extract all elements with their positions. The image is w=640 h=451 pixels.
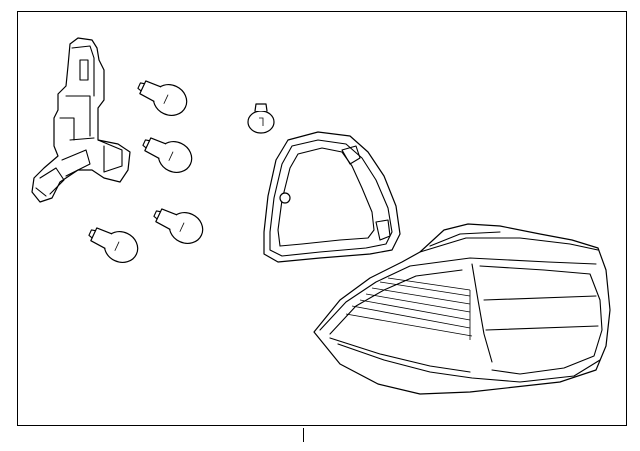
bulb-4 [88, 227, 139, 263]
bulb-3 [153, 208, 204, 244]
small-bulb [247, 103, 275, 134]
socket-harness [31, 37, 131, 203]
diagram-frame [17, 11, 627, 426]
bulb-1 [137, 80, 188, 116]
tail-lamp-assembly [313, 223, 611, 395]
callout-leader [303, 428, 304, 442]
gasket [263, 131, 401, 263]
bulb-2 [142, 137, 193, 173]
